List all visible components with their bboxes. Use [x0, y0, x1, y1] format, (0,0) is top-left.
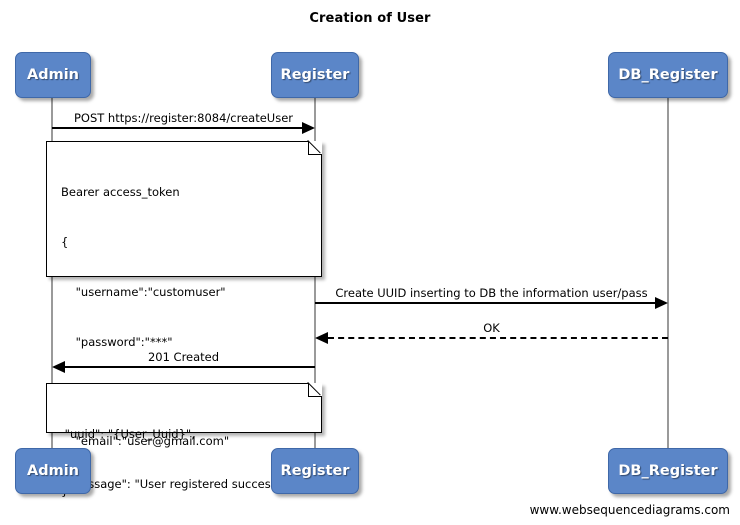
page-title: Creation of User: [309, 11, 431, 26]
footer-url: www.websequencediagrams.com: [529, 503, 730, 517]
note-fold-icon: [308, 141, 322, 155]
message-label-create-uuid: Create UUID inserting to DB the informat…: [335, 286, 648, 300]
lifeline-db-register: [667, 98, 669, 448]
participant-register-bottom[interactable]: Register: [271, 448, 359, 494]
arrowhead-left-ok: [315, 332, 328, 344]
message-line-201-created: [65, 366, 315, 368]
participant-label: Admin: [26, 463, 79, 479]
note-line: {: [61, 234, 69, 249]
note-fold-icon: [308, 383, 322, 397]
note-response-payload: "uuid": "{User_Uuid}", "message": "User …: [46, 383, 322, 491]
participant-label: Register: [280, 67, 350, 83]
message-line-ok: [328, 337, 668, 339]
message-line-post-create-user: [52, 127, 302, 129]
participant-label: DB_Register: [618, 463, 718, 479]
participant-label: DB_Register: [618, 67, 718, 83]
arrowhead-right-create-uuid: [655, 297, 668, 309]
message-label-post-create-user: POST https://register:8084/createUser: [73, 111, 294, 125]
arrowhead-right-post-create-user: [302, 122, 315, 134]
participant-label: Admin: [26, 67, 79, 83]
participant-db-register-top[interactable]: DB_Register: [608, 52, 728, 98]
participant-register-top[interactable]: Register: [271, 52, 359, 98]
arrowhead-left-201-created: [52, 361, 65, 373]
note-line: "username":"customuser": [61, 284, 226, 299]
note-request-payload: Bearer access_token { "username":"custom…: [46, 141, 322, 498]
note-line: Bearer access_token: [61, 185, 180, 200]
participant-admin-top[interactable]: Admin: [15, 52, 91, 98]
message-label-ok: OK: [483, 321, 500, 335]
message-line-create-uuid: [315, 302, 655, 304]
note-line: "email":"user@gmail.com": [61, 434, 230, 449]
participant-db-register-bottom[interactable]: DB_Register: [608, 448, 728, 494]
participant-admin-bottom[interactable]: Admin: [15, 448, 91, 494]
participant-label: Register: [280, 463, 350, 479]
note-line: "password":"***": [61, 334, 173, 349]
message-label-201-created: 201 Created: [147, 350, 220, 364]
note-line: "uuid": "{User_Uuid}",: [61, 427, 195, 442]
